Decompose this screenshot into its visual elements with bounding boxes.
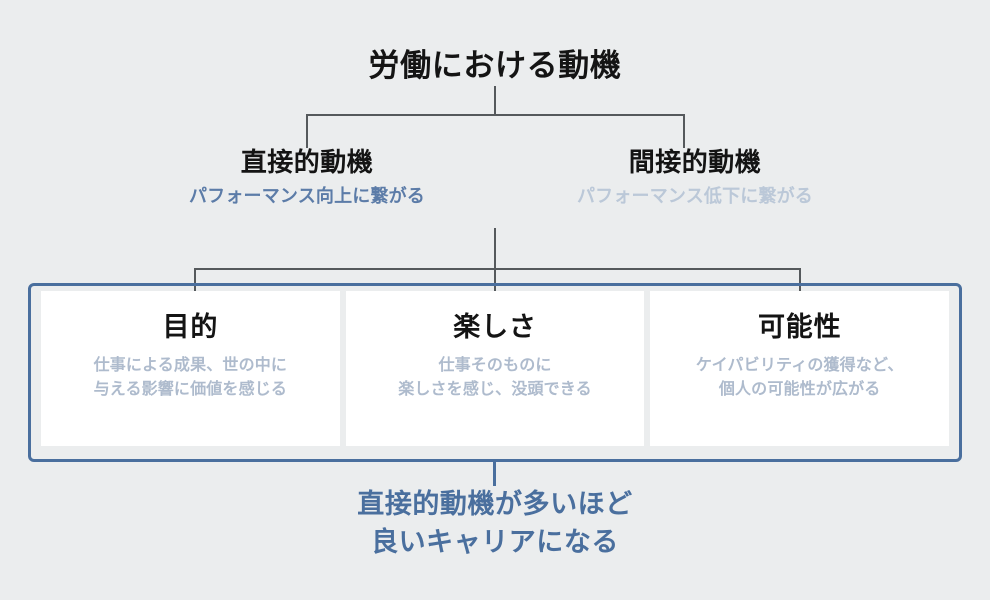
branch-indirect-title: 間接的動機 bbox=[628, 147, 762, 177]
connector-level2-bar bbox=[306, 114, 684, 116]
card-potential: 可能性 ケイパビリティの獲得など、 個人の可能性が広がる bbox=[650, 291, 950, 446]
card-enjoyment-description: 仕事そのものに 楽しさを感じ、没頭できる bbox=[398, 354, 592, 402]
branch-direct-subtitle: パフォーマンス向上に繋がる bbox=[189, 185, 425, 206]
card-enjoyment-title: 楽しさ bbox=[453, 312, 537, 342]
branch-direct-title: 直接的動機 bbox=[240, 147, 374, 177]
card-list: 目的 仕事による成果、世の中に 与える影響に価値を感じる 楽しさ 仕事そのものに… bbox=[41, 291, 950, 446]
branch-direct-motivation: 直接的動機 パフォーマンス向上に繋がる bbox=[142, 148, 472, 207]
connector-root-stem bbox=[494, 86, 496, 114]
connector-direct-stem bbox=[494, 228, 496, 268]
card-enjoyment: 楽しさ 仕事そのものに 楽しさを感じ、没頭できる bbox=[345, 291, 645, 446]
card-potential-title: 可能性 bbox=[757, 312, 842, 342]
conclusion-line-1: 直接的動機が多いほど bbox=[357, 489, 633, 519]
branch-indirect-motivation: 間接的動機 パフォーマンス低下に繋がる bbox=[530, 148, 860, 207]
conclusion-text: 直接的動機が多いほど 良いキャリアになる bbox=[0, 485, 990, 562]
card-purpose-title: 目的 bbox=[162, 312, 219, 342]
connector-cards-bar bbox=[194, 268, 801, 270]
branch-indirect-subtitle: パフォーマンス低下に繋がる bbox=[577, 185, 813, 206]
connector-conclusion-stem bbox=[493, 462, 496, 486]
card-potential-description: ケイパビリティの獲得など、 個人の可能性が広がる bbox=[696, 354, 904, 402]
card-potential-desc-line-1: ケイパビリティの獲得など、 bbox=[695, 357, 904, 375]
connector-drop-card-1 bbox=[194, 268, 196, 304]
card-enjoyment-desc-line-1: 仕事そのものに bbox=[438, 357, 552, 375]
connector-drop-indirect bbox=[683, 114, 685, 148]
card-enjoyment-desc-line-2: 楽しさを感じ、没頭できる bbox=[398, 381, 592, 399]
root-node-title: 労働における動機 bbox=[368, 48, 622, 83]
card-purpose-desc-line-2: 与える影響に価値を感じる bbox=[93, 381, 288, 399]
direct-motivation-group-box bbox=[28, 283, 962, 462]
card-purpose: 目的 仕事による成果、世の中に 与える影響に価値を感じる bbox=[41, 291, 340, 446]
connector-drop-card-3 bbox=[799, 268, 801, 304]
connector-drop-card-2 bbox=[494, 268, 496, 304]
connector-drop-direct bbox=[306, 114, 308, 148]
card-potential-desc-line-2: 個人の可能性が広がる bbox=[718, 381, 881, 399]
conclusion-line-2: 良いキャリアになる bbox=[371, 527, 619, 558]
card-purpose-description: 仕事による成果、世の中に 与える影響に価値を感じる bbox=[94, 354, 287, 402]
card-purpose-desc-line-1: 仕事による成果、世の中に bbox=[93, 357, 288, 375]
